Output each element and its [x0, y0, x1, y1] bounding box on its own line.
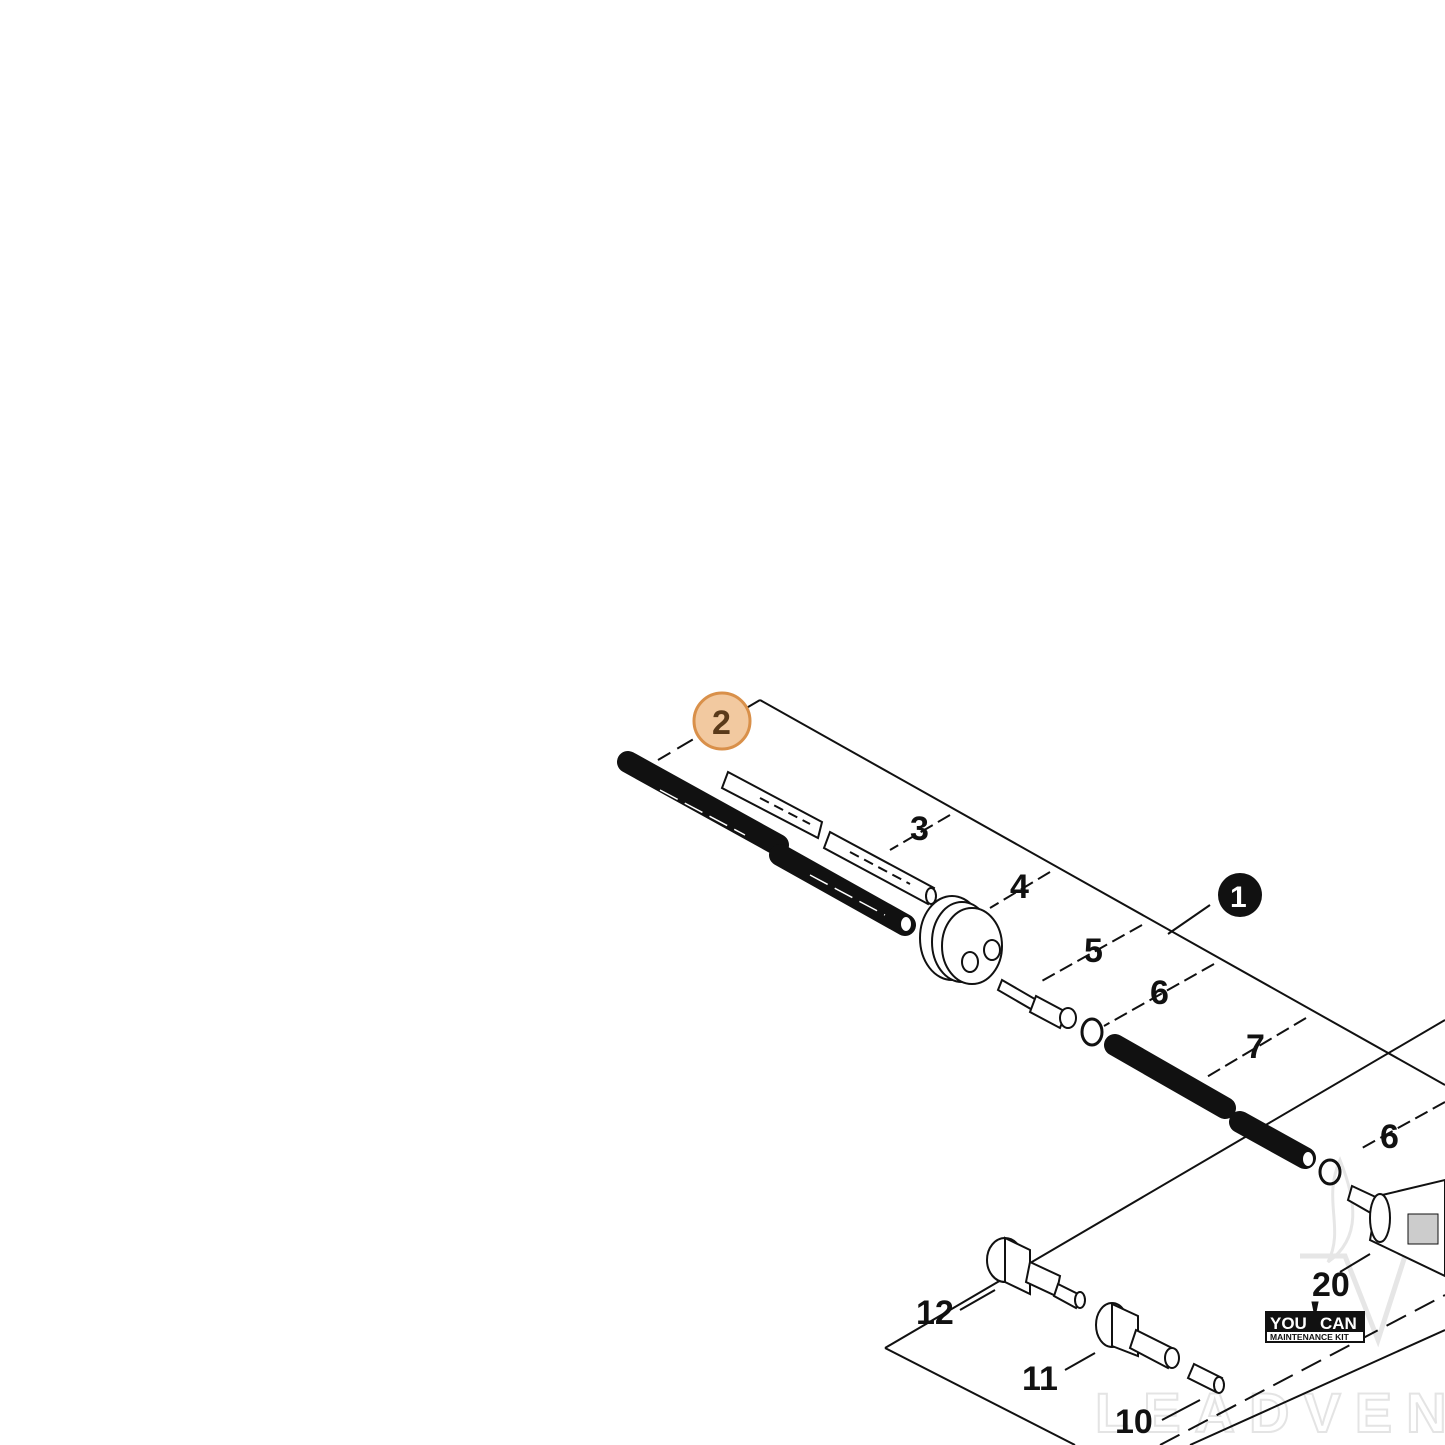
leader-lines	[889, 814, 1445, 1421]
part-7-fuel-hose	[1104, 1034, 1316, 1169]
wrench-icon	[1311, 1301, 1319, 1313]
watermark-text: LEADVENT	[1095, 1381, 1445, 1444]
callout-10[interactable]: 10	[1115, 1403, 1153, 1441]
part-20-filter	[1346, 1178, 1445, 1278]
badge-can: CAN	[1320, 1314, 1357, 1333]
callout-labels: 2 3 4 5 6 6 7 10 11 12 20	[712, 704, 1399, 1441]
callout-11[interactable]: 11	[1022, 1360, 1058, 1398]
badge-you: YOU	[1270, 1314, 1307, 1333]
badge-maintenance-kit: MAINTENANCE KIT	[1270, 1332, 1350, 1342]
part-11-fitting	[1095, 1302, 1180, 1370]
callout-2[interactable]: 2	[712, 704, 731, 742]
watermark-chevron-icon	[1300, 1253, 1408, 1348]
part-3-tube	[720, 770, 937, 906]
part-6-oring-b	[1318, 1158, 1342, 1186]
part-12-fitting	[986, 1236, 1086, 1310]
callout-6-a[interactable]: 6	[1150, 974, 1169, 1012]
part-5-fitting	[996, 978, 1077, 1030]
part-6-oring-a	[1080, 1017, 1104, 1047]
assembly-marker[interactable]: 1	[1218, 873, 1262, 917]
callout-7[interactable]: 7	[1246, 1028, 1265, 1066]
callout-5[interactable]: 5	[1084, 932, 1103, 970]
callout-12[interactable]: 12	[916, 1294, 954, 1332]
callout-4[interactable]: 4	[1010, 868, 1029, 906]
part-4-grommet	[919, 895, 1003, 985]
maintenance-kit-badge: YOU CAN MAINTENANCE KIT	[1265, 1301, 1365, 1343]
callout-20[interactable]: 20	[1312, 1266, 1350, 1304]
callout-2-highlight[interactable]	[692, 691, 752, 751]
callout-3[interactable]: 3	[910, 810, 929, 848]
callout-6-b[interactable]: 6	[1380, 1118, 1399, 1156]
part-2-hose	[617, 751, 916, 936]
part-10-sleeve	[1186, 1362, 1225, 1394]
assembly-marker-number: 1	[1230, 881, 1247, 914]
watermark: LEADVENT	[1094, 1156, 1445, 1445]
